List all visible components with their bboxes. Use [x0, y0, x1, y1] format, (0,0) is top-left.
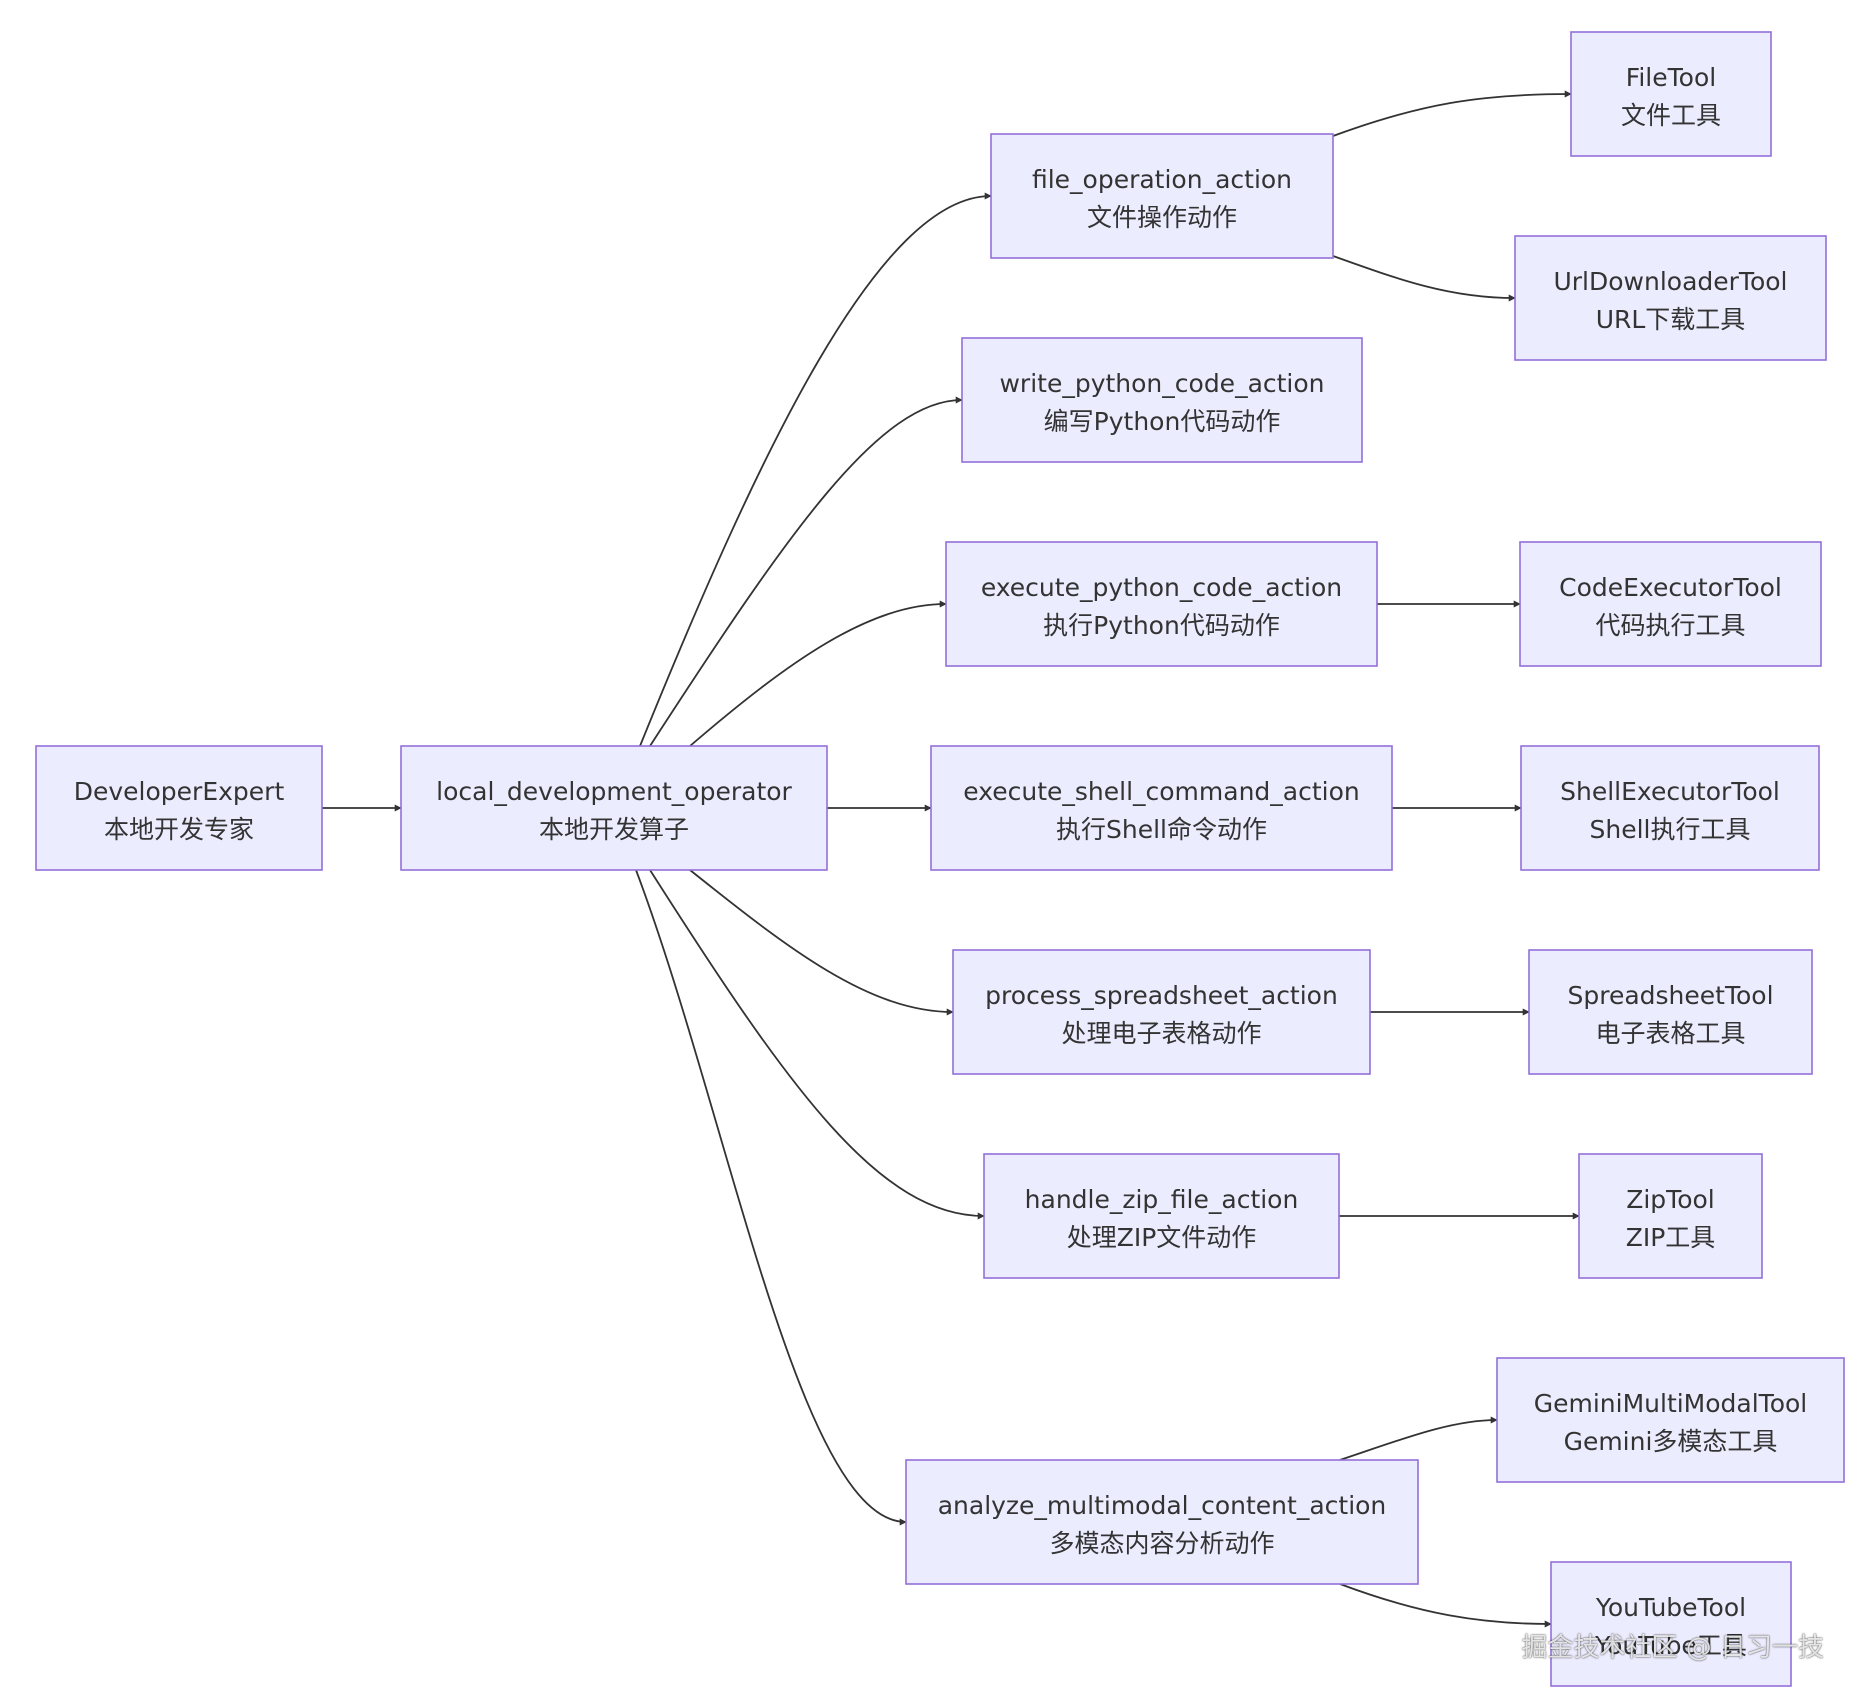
node-write-py: write_python_code_action 编写Python代码动作	[961, 337, 1363, 463]
node-filetool: FileTool 文件工具	[1570, 31, 1772, 157]
node-box	[1570, 31, 1772, 157]
node-label-line2: 电子表格工具	[1595, 1019, 1745, 1048]
edge-operator-to-exec_py	[689, 600, 947, 747]
node-box	[990, 133, 1334, 259]
node-zip: handle_zip_file_action 处理ZIP文件动作	[983, 1153, 1340, 1279]
edge-file_op-to-filetool	[1332, 90, 1572, 137]
node-expert: DeveloperExpert 本地开发专家	[35, 745, 323, 871]
node-label-line2: 执行Shell命令动作	[1056, 815, 1267, 844]
node-label-line2: 本地开发算子	[539, 815, 689, 844]
node-label-line1: SpreadsheetTool	[1567, 981, 1773, 1010]
node-label-line2: 文件工具	[1621, 101, 1721, 130]
node-exec-shell: execute_shell_command_action 执行Shell命令动作	[930, 745, 1393, 871]
node-exec-py: execute_python_code_action 执行Python代码动作	[945, 541, 1378, 667]
node-label-line2: 编写Python代码动作	[1044, 407, 1281, 436]
node-box	[1578, 1153, 1763, 1279]
node-sheettool: SpreadsheetTool 电子表格工具	[1528, 949, 1813, 1075]
edge-operator-to-multimodal	[635, 869, 907, 1526]
node-label-line1: CodeExecutorTool	[1559, 573, 1782, 602]
node-label-line1: local_development_operator	[436, 777, 792, 806]
node-box	[905, 1459, 1419, 1585]
node-codetool: CodeExecutorTool 代码执行工具	[1519, 541, 1822, 667]
node-box	[983, 1153, 1340, 1279]
node-label-line2: YouTube工具	[1594, 1631, 1747, 1660]
node-label-line1: analyze_multimodal_content_action	[938, 1491, 1387, 1520]
node-multimodal: analyze_multimodal_content_action 多模态内容分析…	[905, 1459, 1419, 1585]
node-operator: local_development_operator 本地开发算子	[400, 745, 828, 871]
node-box	[945, 541, 1378, 667]
node-label-line1: DeveloperExpert	[74, 777, 285, 806]
node-label-line2: 本地开发专家	[104, 815, 254, 844]
node-box	[1520, 745, 1820, 871]
node-label-line1: process_spreadsheet_action	[985, 981, 1338, 1010]
edge-multimodal-to-youtubetool	[1339, 1583, 1552, 1628]
watermark: 掘金技术社区 @ 日习一技	[1521, 1633, 1824, 1663]
node-label-line1: ShellExecutorTool	[1560, 777, 1780, 806]
node-label-line1: UrlDownloaderTool	[1553, 267, 1787, 296]
node-label-line2: ZIP工具	[1626, 1223, 1716, 1252]
edge-operator-to-zip	[649, 869, 985, 1220]
node-box	[1514, 235, 1827, 361]
node-file-op: file_operation_action 文件操作动作	[990, 133, 1334, 259]
edge-operator-to-spreadsheet	[689, 869, 954, 1016]
node-label-line2: 代码执行工具	[1595, 611, 1745, 640]
node-box	[961, 337, 1363, 463]
node-label-line1: execute_python_code_action	[981, 573, 1342, 602]
node-label-line2: URL下载工具	[1596, 305, 1746, 334]
node-box	[1550, 1561, 1792, 1687]
node-box	[952, 949, 1371, 1075]
node-label-line2: 处理ZIP文件动作	[1067, 1223, 1257, 1252]
node-label-line1: YouTubeTool	[1595, 1593, 1746, 1622]
node-label-line2: 文件操作动作	[1087, 203, 1237, 232]
node-box	[400, 745, 828, 871]
node-spreadsheet: process_spreadsheet_action 处理电子表格动作	[952, 949, 1371, 1075]
node-box	[930, 745, 1393, 871]
node-label-line1: FileTool	[1626, 63, 1716, 92]
edge-operator-to-write_py	[649, 396, 963, 747]
node-label-line2: 多模态内容分析动作	[1049, 1529, 1274, 1558]
node-box	[35, 745, 323, 871]
node-label-line2: 处理电子表格动作	[1061, 1019, 1261, 1048]
node-label-line2: Shell执行工具	[1590, 815, 1751, 844]
node-label-line2: Gemini多模态工具	[1564, 1427, 1778, 1456]
node-label-line1: handle_zip_file_action	[1025, 1185, 1299, 1214]
node-label-line2: 执行Python代码动作	[1043, 611, 1280, 640]
node-label-line1: file_operation_action	[1032, 165, 1292, 194]
node-label-line1: ZipTool	[1626, 1185, 1715, 1214]
node-box	[1528, 949, 1813, 1075]
edge-operator-to-file_op	[639, 192, 992, 747]
edge-file_op-to-urltool	[1332, 255, 1516, 302]
node-box	[1496, 1357, 1845, 1483]
node-label-line1: write_python_code_action	[999, 369, 1324, 398]
node-label-line1: GeminiMultiModalTool	[1534, 1389, 1808, 1418]
edge-multimodal-to-geminitool	[1339, 1416, 1498, 1461]
edges-layer	[322, 90, 1580, 1628]
node-label-line1: execute_shell_command_action	[963, 777, 1360, 806]
node-box	[1519, 541, 1822, 667]
nodes-layer: DeveloperExpert 本地开发专家 local_development_o…	[35, 31, 1845, 1687]
